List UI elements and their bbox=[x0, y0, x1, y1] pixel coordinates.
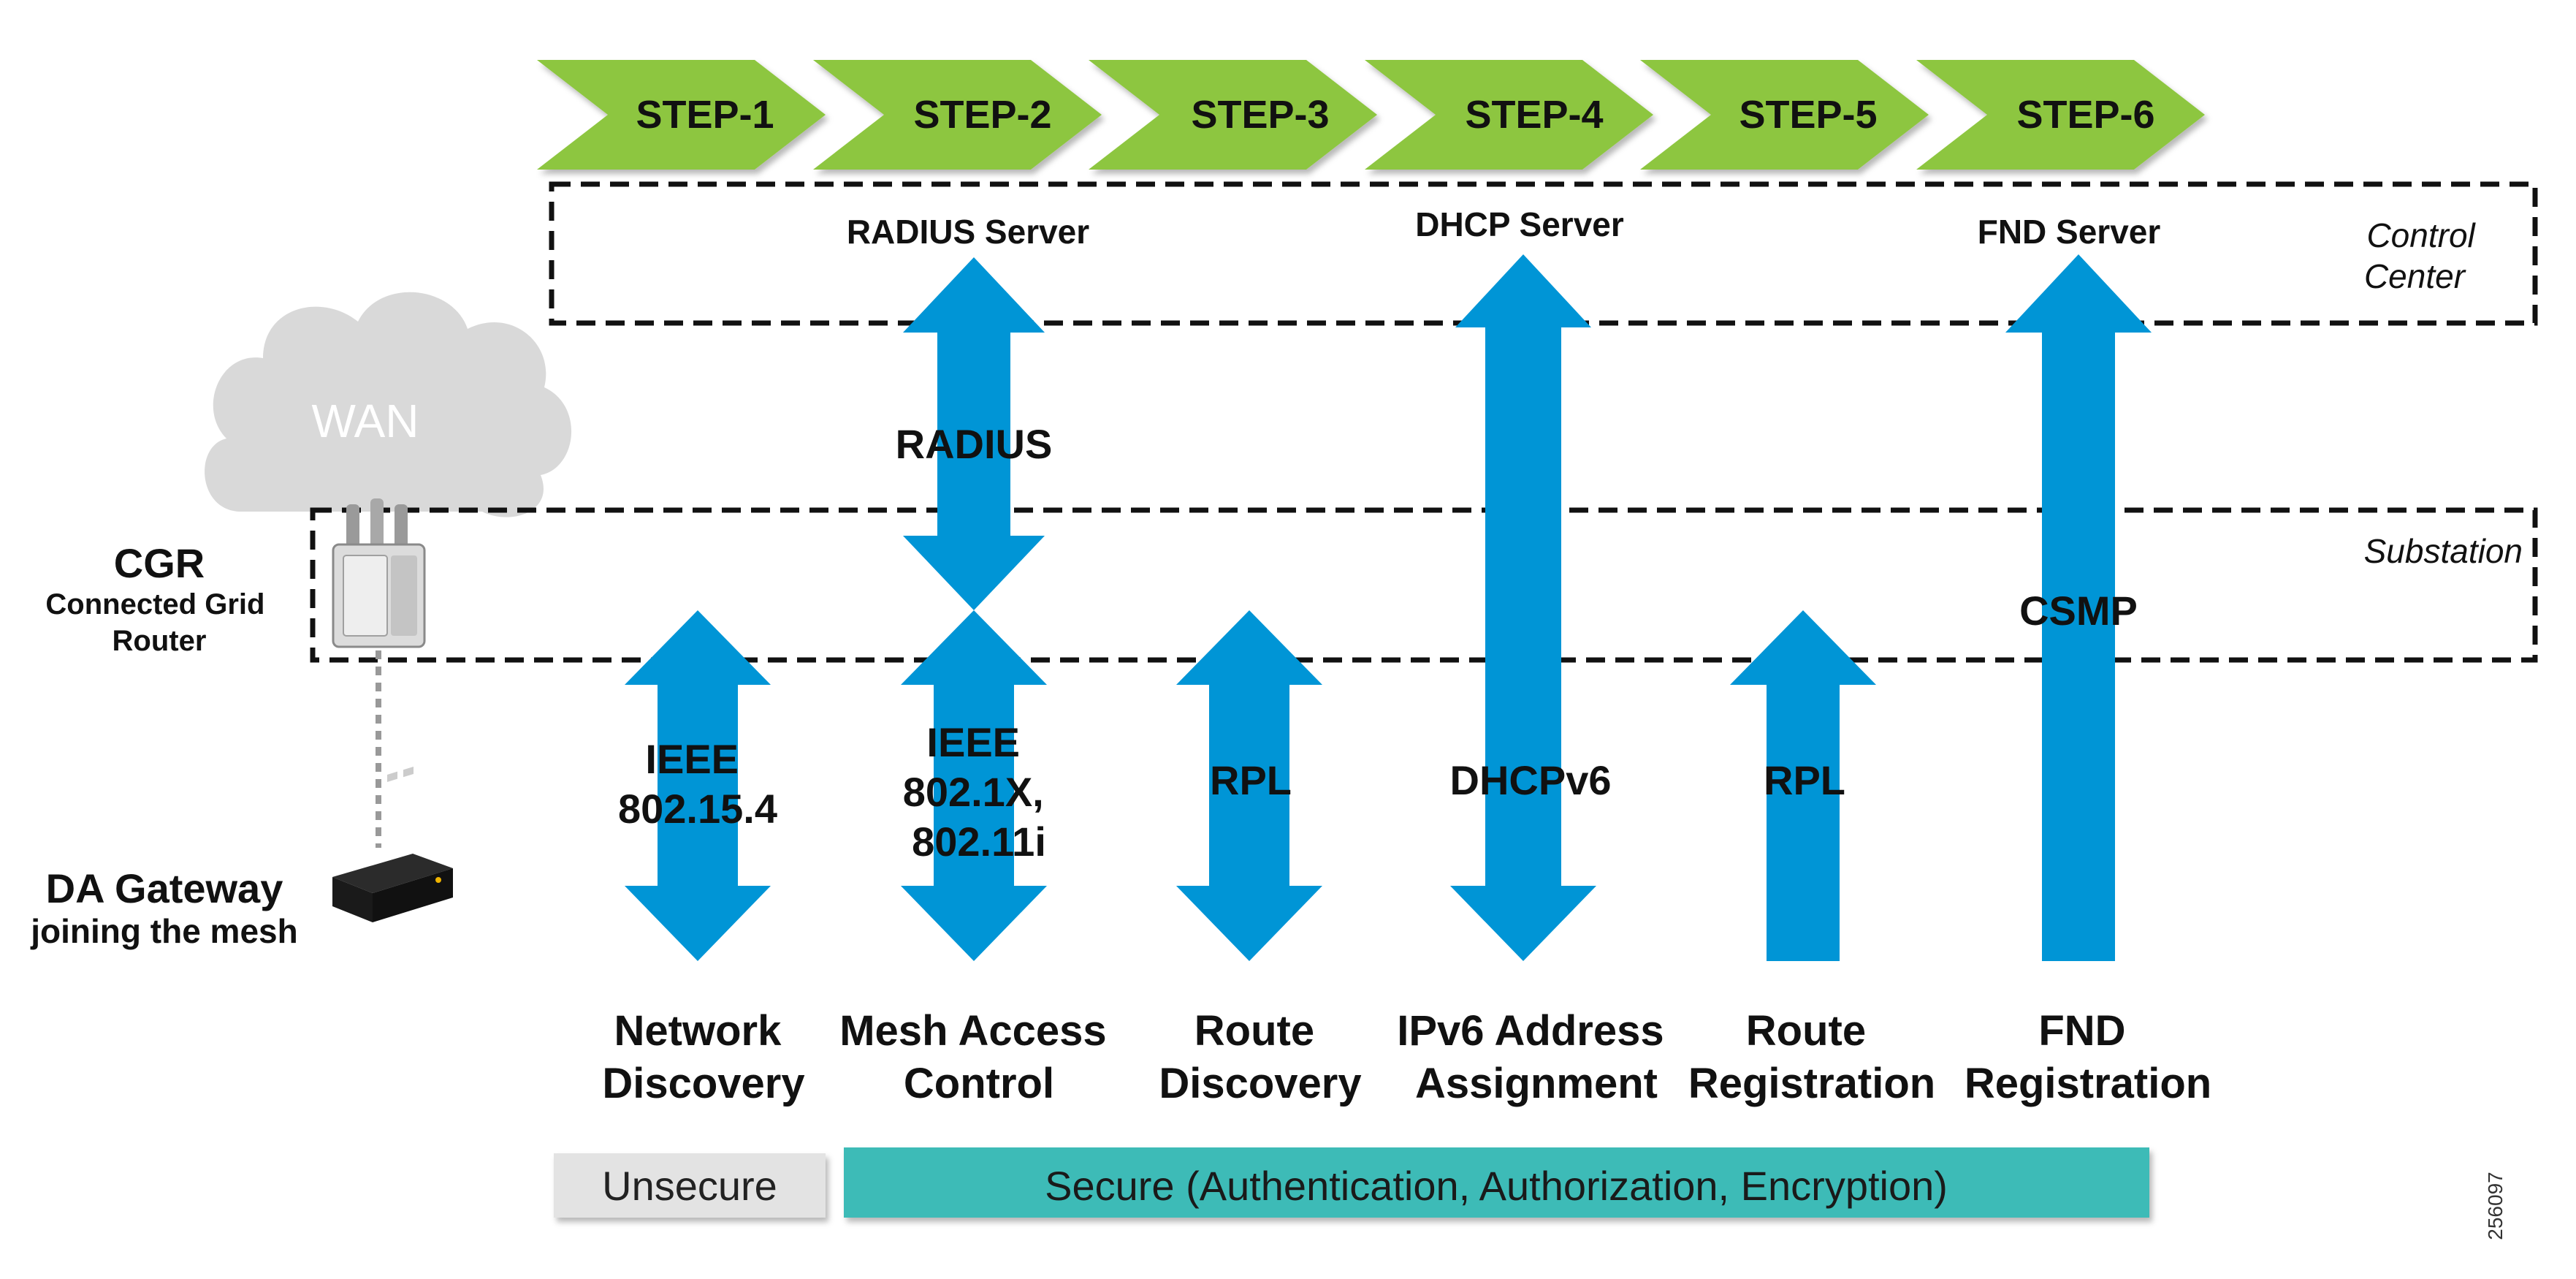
cgr-device-icon bbox=[332, 498, 426, 648]
secure-bar: Secure (Authentication, Authorization, E… bbox=[844, 1147, 2149, 1218]
step-3-chevron: STEP-3 bbox=[1089, 60, 1377, 170]
step-4-chevron: STEP-4 bbox=[1365, 60, 1653, 170]
control-center-label-line-1: Control bbox=[2366, 216, 2476, 254]
step-1-chevron: STEP-1 bbox=[537, 60, 826, 170]
gateway-side bbox=[373, 868, 453, 922]
rpl-label-step-5: RPL bbox=[1764, 757, 1845, 803]
control-center-label-line-2: Center bbox=[2364, 257, 2466, 295]
ieee-802154-label-line-2: 802.15.4 bbox=[618, 786, 777, 832]
flow-arrows bbox=[625, 254, 2152, 961]
radius-server-label: RADIUS Server bbox=[847, 213, 1089, 251]
cgr-antenna-3 bbox=[395, 504, 408, 550]
cgr-antenna-1 bbox=[346, 504, 359, 550]
phase-2-line-2: Control bbox=[904, 1060, 1054, 1107]
step-3-label: STEP-3 bbox=[1191, 93, 1329, 137]
phase-4-line-1: IPv6 Address bbox=[1397, 1007, 1664, 1055]
step-6-chevron: STEP-6 bbox=[1916, 60, 2205, 170]
dhcpv6-arrow bbox=[1450, 254, 1596, 961]
phase-1-line-1: Network bbox=[614, 1007, 782, 1055]
phase-3-line-1: Route bbox=[1194, 1007, 1314, 1055]
phase-labels: Network Discovery Mesh Access Control Ro… bbox=[602, 1007, 2211, 1107]
csmp-protocol-label: CSMP bbox=[2019, 588, 2138, 634]
gateway-title: DA Gateway bbox=[46, 865, 283, 911]
cgr-title: CGR bbox=[114, 540, 205, 586]
step-6-shape bbox=[1916, 60, 2205, 170]
gateway-port-1 bbox=[387, 771, 397, 782]
radius-protocol-label: RADIUS bbox=[896, 421, 1053, 467]
ieee-8021x-label-line-1: IEEE bbox=[926, 719, 1020, 765]
step-1-label: STEP-1 bbox=[636, 93, 774, 137]
step-4-label: STEP-4 bbox=[1465, 93, 1603, 137]
cgr-subtitle: Connected Grid Router bbox=[45, 588, 273, 657]
gateway-port-2 bbox=[403, 766, 414, 778]
step-3-shape bbox=[1089, 60, 1377, 170]
substation-label: Substation bbox=[2364, 532, 2523, 570]
unsecure-label: Unsecure bbox=[602, 1163, 777, 1209]
figure-id: 256097 bbox=[2484, 1172, 2507, 1240]
secure-label: Secure (Authentication, Authorization, E… bbox=[1045, 1163, 1948, 1209]
phase-6-line-1: FND bbox=[2038, 1007, 2125, 1055]
step-1-shape bbox=[537, 60, 826, 170]
unsecure-bar-shape bbox=[554, 1153, 826, 1218]
step-2-shape bbox=[813, 60, 1102, 170]
ieee-8021x-arrow bbox=[901, 610, 1047, 961]
cgr-side bbox=[391, 555, 417, 636]
phase-6-label: FND Registration bbox=[1965, 1007, 2211, 1107]
phase-2-label: Mesh Access Control bbox=[839, 1007, 1119, 1107]
wan-label: WAN bbox=[312, 395, 419, 447]
fnd-server-label: FND Server bbox=[1978, 213, 2161, 251]
secure-bar-shape bbox=[844, 1147, 2149, 1218]
phase-3-label: Route Discovery bbox=[1159, 1007, 1361, 1107]
rpl-route-discovery-arrow bbox=[1176, 610, 1322, 961]
phase-4-label: IPv6 Address Assignment bbox=[1397, 1007, 1676, 1107]
step-2-chevron: STEP-2 bbox=[813, 60, 1102, 170]
phase-5-line-2: Registration bbox=[1688, 1060, 1935, 1107]
wan-cloud-shape bbox=[205, 292, 572, 517]
gateway-top bbox=[332, 854, 453, 893]
step-5-label: STEP-5 bbox=[1739, 93, 1877, 137]
phase-5-label: Route Registration bbox=[1688, 1007, 1935, 1107]
step-chevrons: STEP-1 STEP-2 STEP-3 STEP-4 STEP-5 STEP-… bbox=[537, 60, 2205, 170]
dhcpv6-label: DHCPv6 bbox=[1450, 757, 1612, 803]
substation-border bbox=[310, 507, 2538, 663]
unsecure-bar: Unsecure bbox=[554, 1153, 826, 1218]
phase-1-label: Network Discovery bbox=[602, 1007, 804, 1107]
ieee-802154-label: IEEE 802.15.4 bbox=[618, 736, 777, 832]
ieee-8021x-label-line-3: 802.11i bbox=[912, 819, 1046, 865]
dhcp-server-label: DHCP Server bbox=[1415, 205, 1624, 243]
phase-5-line-1: Route bbox=[1746, 1007, 1866, 1055]
step-5-shape bbox=[1640, 60, 1929, 170]
da-gateway-icon bbox=[332, 766, 453, 922]
cgr-antenna-2 bbox=[370, 498, 384, 550]
substation-zone: Substation bbox=[310, 507, 2538, 663]
rpl-route-registration-arrow bbox=[1730, 610, 1876, 961]
control-center-label: Control Center bbox=[2364, 216, 2485, 295]
step-5-chevron: STEP-5 bbox=[1640, 60, 1929, 170]
ieee-802154-label-line-1: IEEE bbox=[645, 736, 739, 782]
ieee-8021x-label-line-2: 802.1X, bbox=[903, 769, 1044, 815]
phase-4-line-2: Assignment bbox=[1415, 1060, 1658, 1107]
step-6-label: STEP-6 bbox=[2016, 93, 2154, 137]
phase-1-line-2: Discovery bbox=[602, 1060, 804, 1107]
step-2-label: STEP-2 bbox=[913, 93, 1051, 137]
phase-3-line-2: Discovery bbox=[1159, 1060, 1361, 1107]
radius-arrow bbox=[903, 257, 1045, 610]
ieee-802154-arrow bbox=[625, 610, 771, 961]
cgr-subtitle-line-2: Router bbox=[113, 625, 207, 657]
step-4-shape bbox=[1365, 60, 1653, 170]
cgr-subtitle-line-1: Connected Grid bbox=[45, 588, 264, 620]
cgr-face bbox=[343, 555, 388, 637]
gateway-led bbox=[435, 877, 441, 883]
wan-cloud: WAN bbox=[205, 292, 572, 517]
csmp-arrow bbox=[2005, 254, 2152, 961]
gateway-front bbox=[332, 877, 373, 922]
gateway-subtitle: joining the mesh bbox=[30, 912, 297, 950]
phase-6-line-2: Registration bbox=[1965, 1060, 2211, 1107]
phase-2-line-1: Mesh Access bbox=[839, 1007, 1106, 1055]
ieee-8021x-label: IEEE 802.1X, 802.11i bbox=[903, 719, 1056, 865]
rpl-label-step-3: RPL bbox=[1210, 757, 1292, 803]
